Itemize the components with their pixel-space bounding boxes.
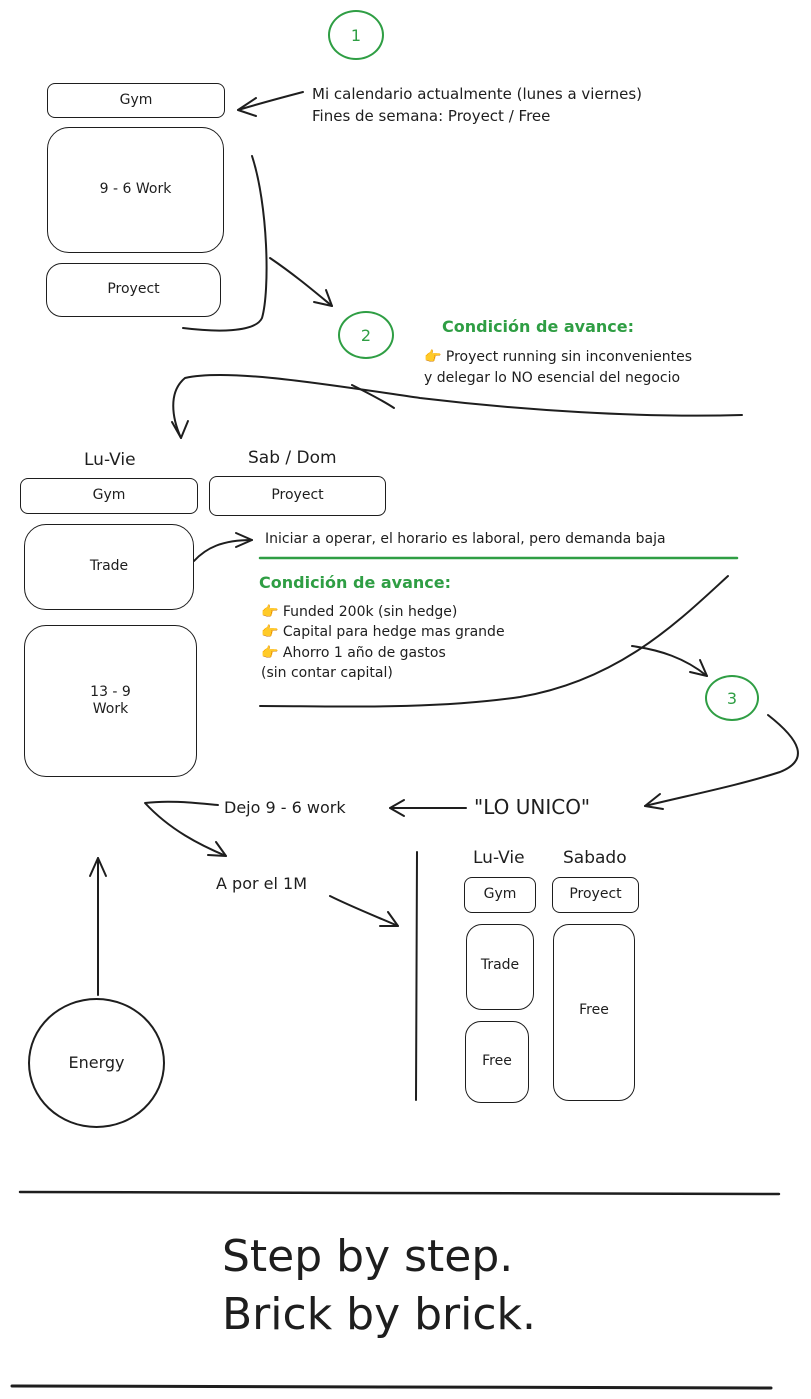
- s2-condition2-item-1: 👉 Funded 200k (sin hedge): [261, 604, 458, 620]
- s1-note-line1: Mi calendario actualmente (lunes a viern…: [312, 85, 643, 103]
- s2-trade-note: Iniciar a operar, el horario es laboral,…: [265, 531, 666, 547]
- s2-condition2-item-3: 👉 Ahorro 1 año de gastos: [261, 645, 446, 661]
- energy-label: Energy: [68, 1053, 125, 1072]
- s-curve-condition: [259, 575, 729, 708]
- s2-col-weekend: Sab / Dom: [248, 448, 337, 468]
- s2-proyect-label: Proyect: [271, 487, 324, 504]
- s3-dejo: Dejo 9 - 6 work: [224, 798, 346, 817]
- vertical-divider: [415, 851, 418, 1101]
- arrow-to-step3: [631, 645, 708, 677]
- s2-condition2-footnote: (sin contar capital): [261, 665, 393, 681]
- s2-work-label: 13 - 9 Work: [90, 683, 131, 718]
- s1-gym-label: Gym: [119, 91, 153, 108]
- s3-lo-unico: "LO UNICO": [474, 795, 591, 819]
- step-2-number: 2: [360, 325, 372, 345]
- footer-line-bottom: [10, 1384, 773, 1390]
- s3-gym-box: Gym: [464, 877, 536, 913]
- s1-proyect-box: Proyect: [46, 263, 221, 317]
- arrow-note-to-gym: [237, 91, 304, 111]
- curve-section1: [182, 155, 268, 332]
- s3-proyect-label: Proyect: [569, 886, 622, 903]
- step-1-badge: 1: [328, 10, 384, 60]
- s1-note-line2: Fines de semana: Proyect / Free: [312, 107, 551, 125]
- s1-work-box: 9 - 6 Work: [47, 127, 224, 253]
- s2-condition2-title: Condición de avance:: [259, 573, 452, 592]
- s2-gym-box: Gym: [20, 478, 198, 514]
- s2-gym-label: Gym: [92, 487, 126, 504]
- footer-motto: Step by step. Brick by brick.: [222, 1231, 537, 1340]
- s3-trade-label: Trade: [480, 957, 520, 973]
- s1-proyect-label: Proyect: [107, 281, 160, 298]
- s2-condition-line2: y delegar lo NO esencial del negocio: [424, 370, 681, 386]
- footer-line-top: [18, 1190, 781, 1196]
- s2-condition2-item-2: 👉 Capital para hedge mas grande: [261, 624, 505, 640]
- s2-col-weekdays: Lu-Vie: [84, 450, 136, 470]
- arrow-to-step2: [269, 257, 333, 307]
- s3-free-saturday-label: Free: [579, 1002, 609, 1018]
- s3-trade-box: Trade: [466, 924, 534, 1010]
- step-1-number: 1: [350, 25, 362, 45]
- s3-proyect-box: Proyect: [552, 877, 639, 913]
- s1-gym-box: Gym: [47, 83, 225, 118]
- s2-condition-line1: 👉 Proyect running sin inconvenientes: [424, 349, 693, 365]
- s2-trade-label: Trade: [89, 558, 129, 575]
- s2-proyect-box: Proyect: [209, 476, 386, 516]
- energy-circle: Energy: [28, 998, 165, 1128]
- s2-trade-box: Trade: [24, 524, 194, 610]
- step-3-badge: 3: [705, 675, 759, 721]
- s2-condition-title: Condición de avance:: [442, 317, 635, 336]
- arrow-apor-to-divider: [329, 895, 399, 927]
- s3-col-weekdays: Lu-Vie: [473, 848, 525, 868]
- curve-dejo-to-apor: [144, 800, 227, 857]
- s3-free-saturday-box: Free: [553, 924, 635, 1101]
- s1-work-label: 9 - 6 Work: [99, 181, 172, 198]
- arrow-trade-to-note: [193, 539, 253, 562]
- step-2-badge: 2: [338, 311, 394, 359]
- s3-free-weekday-box: Free: [465, 1021, 529, 1103]
- step-3-number: 3: [726, 688, 738, 708]
- s3-a-por: A por el 1M: [216, 874, 307, 893]
- curve-step3-to-lounico: [644, 714, 799, 807]
- s3-free-weekday-label: Free: [482, 1053, 512, 1069]
- s2-work-box: 13 - 9 Work: [24, 625, 197, 777]
- s3-col-saturday: Sabado: [563, 848, 627, 868]
- s3-gym-label: Gym: [483, 886, 517, 903]
